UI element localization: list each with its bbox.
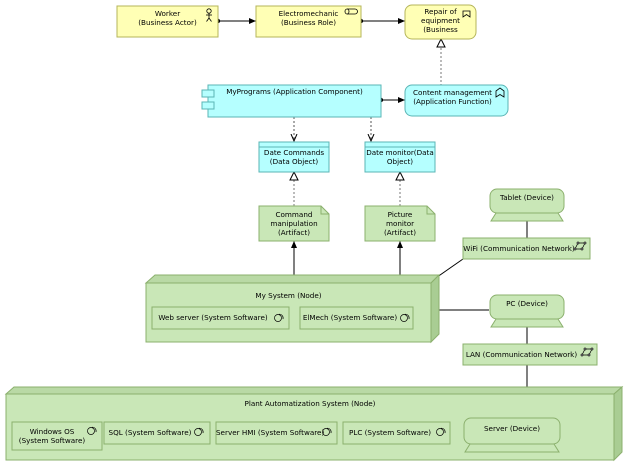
wifi-label: WiFi (Communication Network) [463, 244, 575, 253]
date-monitor-label: Date monitor(Data Object) [365, 148, 435, 166]
date-commands-line1: Date Commands [263, 148, 325, 157]
plc-label: PLC (System Software) [348, 428, 432, 437]
system-software-icon [436, 427, 446, 436]
windows-os-line1: Windows OS [29, 427, 75, 436]
worker-box[interactable] [116, 5, 219, 38]
lan-network-box[interactable] [462, 343, 598, 366]
tablet-device[interactable] [489, 188, 565, 222]
command-line2: manipulation [270, 219, 318, 228]
content-management-label: Content management (Application Function… [405, 88, 500, 106]
service-icon [462, 10, 471, 18]
picture-line3: (Artifact) [384, 228, 416, 237]
date-commands-line2: (Data Object) [269, 157, 319, 166]
system-software-icon [322, 427, 332, 436]
system-software-icon [400, 313, 410, 322]
pc-device[interactable] [489, 294, 565, 328]
picture-line2: monitor [385, 219, 415, 228]
network-icon [573, 241, 587, 251]
worker-line1: Worker [154, 9, 181, 18]
electromechanic-line1: Electromechanic [278, 9, 339, 18]
system-software-icon [274, 313, 284, 322]
server-device[interactable] [463, 417, 561, 453]
my-system-label: My System (Node) [255, 291, 322, 300]
web-server-label: Web server (System Software) [158, 313, 268, 322]
command-line1: Command [275, 210, 313, 219]
worker-label: Worker (Business Actor) [117, 9, 218, 27]
electromechanic-box[interactable] [255, 5, 362, 38]
server-device-label: Server (Device) [483, 424, 541, 433]
windows-os-box[interactable] [11, 421, 103, 451]
worker-line2: (Business Actor) [138, 18, 197, 27]
network-icon [580, 347, 594, 357]
system-software-icon [194, 427, 204, 436]
content-management-line2: (Application Function) [413, 97, 492, 106]
command-line3: (Artifact) [278, 228, 310, 237]
function-icon [495, 87, 505, 98]
repair-line1: Repair of [424, 7, 457, 16]
plc-box[interactable] [342, 421, 451, 445]
tablet-label: Tablet (Device) [500, 193, 554, 202]
elmech-box[interactable] [299, 306, 414, 330]
component-icon [201, 89, 215, 110]
repair-label: Repair of equipment (Business [405, 7, 476, 34]
electromechanic-label: Electromechanic (Business Role) [256, 9, 361, 27]
myprograms-text: MyPrograms (Application Component) [226, 87, 363, 96]
pc-label: PC (Device) [506, 299, 548, 308]
repair-box[interactable] [404, 4, 477, 40]
date-monitor-line2: Object) [386, 157, 414, 166]
lan-label: LAN (Communication Network) [465, 350, 578, 359]
myprograms-box[interactable] [207, 84, 382, 118]
plant-label: Plant Automatization System (Node) [244, 399, 376, 408]
command-artifact-label: Command manipulation (Artifact) [259, 210, 329, 237]
content-management-line1: Content management [412, 88, 493, 97]
content-management-box[interactable] [404, 84, 509, 117]
windows-os-label: Windows OS (System Software) [12, 427, 92, 445]
date-monitor-line1: Date monitor(Data [366, 148, 434, 157]
sql-label: SQL (System Software) [108, 428, 192, 437]
repair-line3: (Business [423, 25, 458, 34]
elmech-label: ElMech (System Software) [302, 313, 398, 322]
role-icon [344, 8, 358, 15]
actor-icon [206, 8, 212, 22]
date-commands-label: Date Commands (Data Object) [259, 148, 329, 166]
myprograms-label: MyPrograms (Application Component) [208, 87, 381, 96]
system-software-icon [87, 426, 97, 435]
sql-box[interactable] [103, 421, 211, 445]
repair-line2: equipment [421, 16, 460, 25]
picture-artifact-box[interactable] [364, 205, 436, 242]
server-hmi-box[interactable] [215, 421, 338, 445]
picture-line1: Picture [387, 210, 413, 219]
windows-os-line2: (System Software) [18, 436, 86, 445]
command-artifact-box[interactable] [258, 205, 330, 242]
electromechanic-line2: (Business Role) [280, 18, 337, 27]
web-server-box[interactable] [151, 306, 290, 330]
picture-artifact-label: Picture monitor (Artifact) [365, 210, 435, 237]
wifi-network-box[interactable] [462, 237, 591, 260]
server-hmi-label: Server HMI (System Software) [216, 428, 325, 437]
